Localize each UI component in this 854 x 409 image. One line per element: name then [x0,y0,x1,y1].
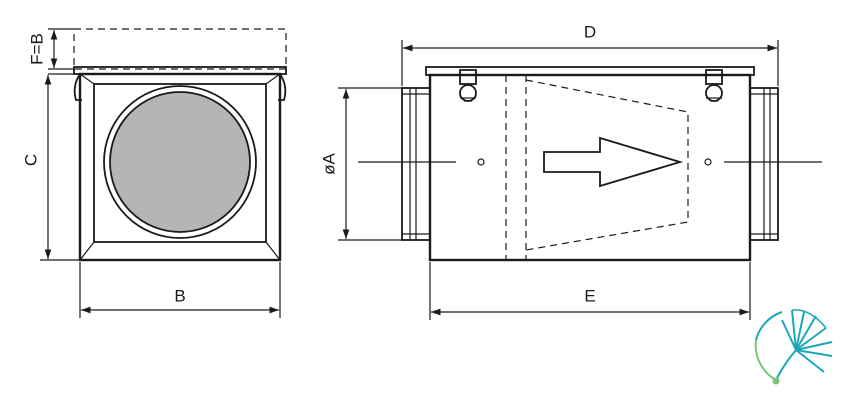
right-clip [278,73,287,101]
front-view: F=B C B [21,28,287,318]
housing-outer [78,72,282,262]
filter-ring [103,85,257,239]
left-clip [73,73,82,101]
clip-left [459,69,477,102]
filter-element [109,91,251,233]
dim-a-label: øA [319,152,338,174]
filter-cartridge-dashed [525,79,689,251]
dim-c-label: C [21,154,40,166]
airflow-arrow-icon [543,136,684,188]
lid-outline-dashed [73,28,287,70]
housing-body [428,73,752,262]
housing-inner [93,83,267,243]
dim-d-label: D [584,22,596,41]
side-view: D [319,22,822,320]
dim-e-label: E [584,286,595,305]
dim-fb-label: F=B [27,33,46,65]
fan-leaf-logo-icon [754,309,833,385]
clip-right [705,69,723,102]
dim-b-label: B [174,286,185,305]
